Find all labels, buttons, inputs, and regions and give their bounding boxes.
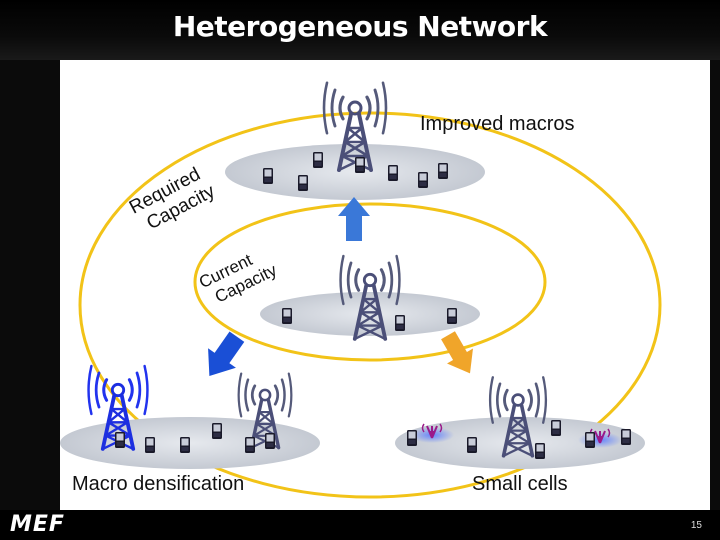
slide-title: Heterogeneous Network [172, 10, 548, 43]
current-macro-tower-icon [339, 254, 401, 341]
mobile-device-icon [180, 437, 190, 453]
mobile-device-icon [621, 429, 631, 445]
current-platform [260, 292, 480, 336]
mobile-device-icon [395, 315, 405, 331]
mobile-device-icon [145, 437, 155, 453]
mobile-device-icon [282, 308, 292, 324]
small-cells-label: Small cells [472, 473, 568, 495]
mobile-device-icon [535, 443, 545, 459]
mobile-device-icon [115, 432, 125, 448]
mobile-device-icon [438, 163, 448, 179]
mobile-device-icon [263, 168, 273, 184]
mobile-device-icon [585, 432, 595, 448]
macro-densification-label: Macro densification [72, 473, 245, 495]
mobile-device-icon [212, 423, 222, 439]
mobile-device-icon [245, 437, 255, 453]
mobile-device-icon [447, 308, 457, 324]
mobile-device-icon [355, 157, 365, 173]
mobile-device-icon [298, 175, 308, 191]
slide-canvas: Improved macros Required Capacity Curren… [60, 60, 710, 510]
current-capacity-ring [193, 202, 547, 362]
arrow-down-right-icon [441, 331, 473, 374]
mobile-device-icon [418, 172, 428, 188]
arrow-up-icon [338, 197, 370, 241]
title-bar [0, 0, 720, 60]
small-cell-1-icon [410, 423, 454, 443]
improved-macros-label: Improved macros [420, 113, 575, 135]
footer-bar [0, 510, 720, 540]
arrow-down-left-icon [208, 331, 245, 377]
mobile-device-icon [388, 165, 398, 181]
page-number: 15 [690, 520, 702, 531]
mobile-device-icon [551, 420, 561, 436]
mobile-device-icon [467, 437, 477, 453]
mobile-device-icon [265, 433, 275, 449]
mobile-device-icon [313, 152, 323, 168]
improved-macro-tower-icon [322, 81, 388, 172]
hetnet-diagram [60, 81, 662, 499]
small-cells-macro-tower-icon [488, 376, 548, 458]
mef-logo: MEF [10, 512, 65, 537]
mobile-device-icon [407, 430, 417, 446]
